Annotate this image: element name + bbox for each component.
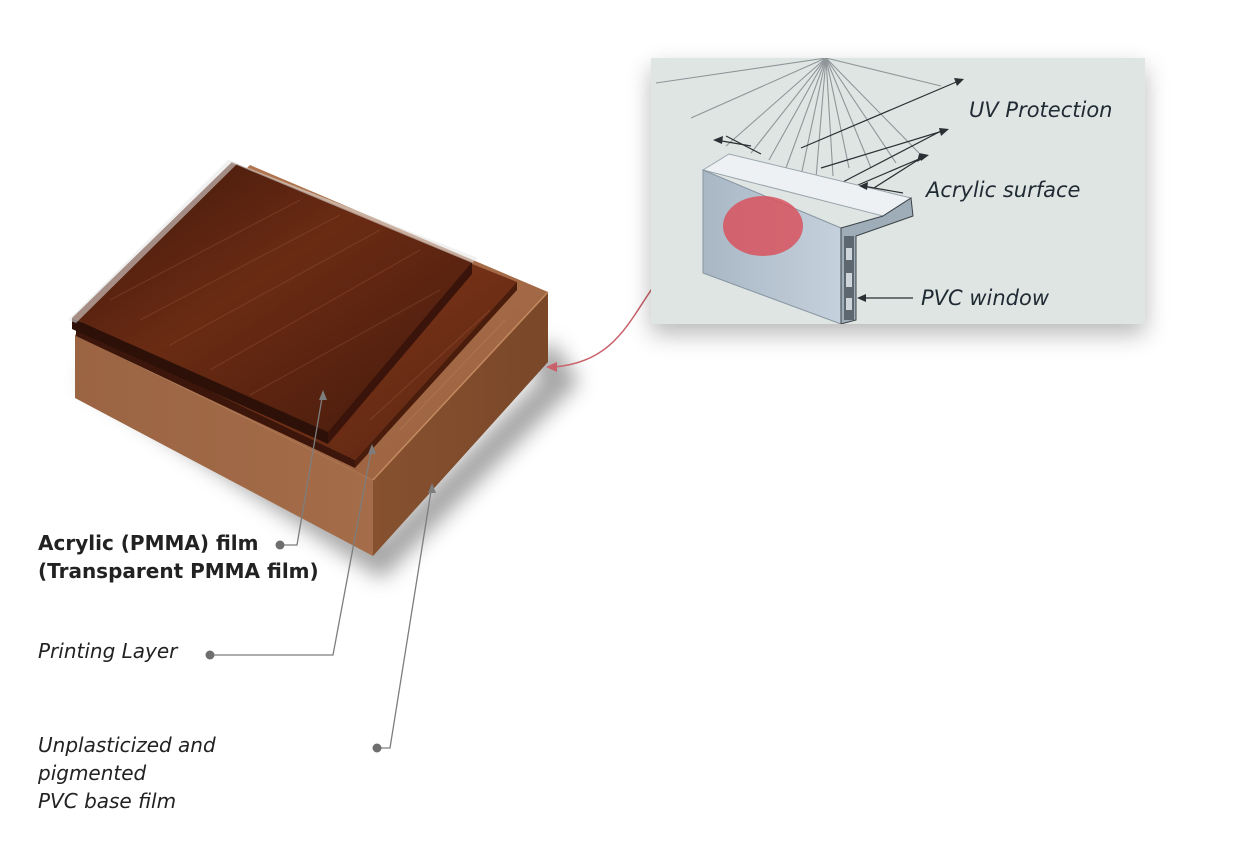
inset-illustration <box>655 58 964 324</box>
sun-rays <box>655 58 942 179</box>
leader-dots <box>205 540 382 753</box>
inset-panel: UV Protection Acrylic surface PVC window <box>651 58 1145 324</box>
connector-arrowhead <box>546 362 557 372</box>
pvc-base-film-label: Unplasticized and pigmented PVC base fil… <box>38 733 216 813</box>
uv-protection-label: UV Protection <box>969 98 1113 122</box>
printing-layer-label: Printing Layer <box>38 639 178 663</box>
acrylic-surface-label: Acrylic surface <box>926 178 1081 202</box>
leader-arrowheads <box>319 390 436 493</box>
leader-lines <box>212 391 433 749</box>
highlight-spot <box>723 196 803 256</box>
pvc-profile <box>701 153 914 324</box>
acrylic-film-label: Acrylic (PMMA) film (Transparent PMMA fi… <box>38 531 319 583</box>
callout-arrow-tips <box>857 182 868 302</box>
reflected-arrows <box>715 79 962 194</box>
pvc-window-label: PVC window <box>921 286 1050 310</box>
arrow-tips <box>713 78 964 162</box>
callout-arrows <box>861 185 913 299</box>
acrylic-film-layer <box>68 160 506 444</box>
